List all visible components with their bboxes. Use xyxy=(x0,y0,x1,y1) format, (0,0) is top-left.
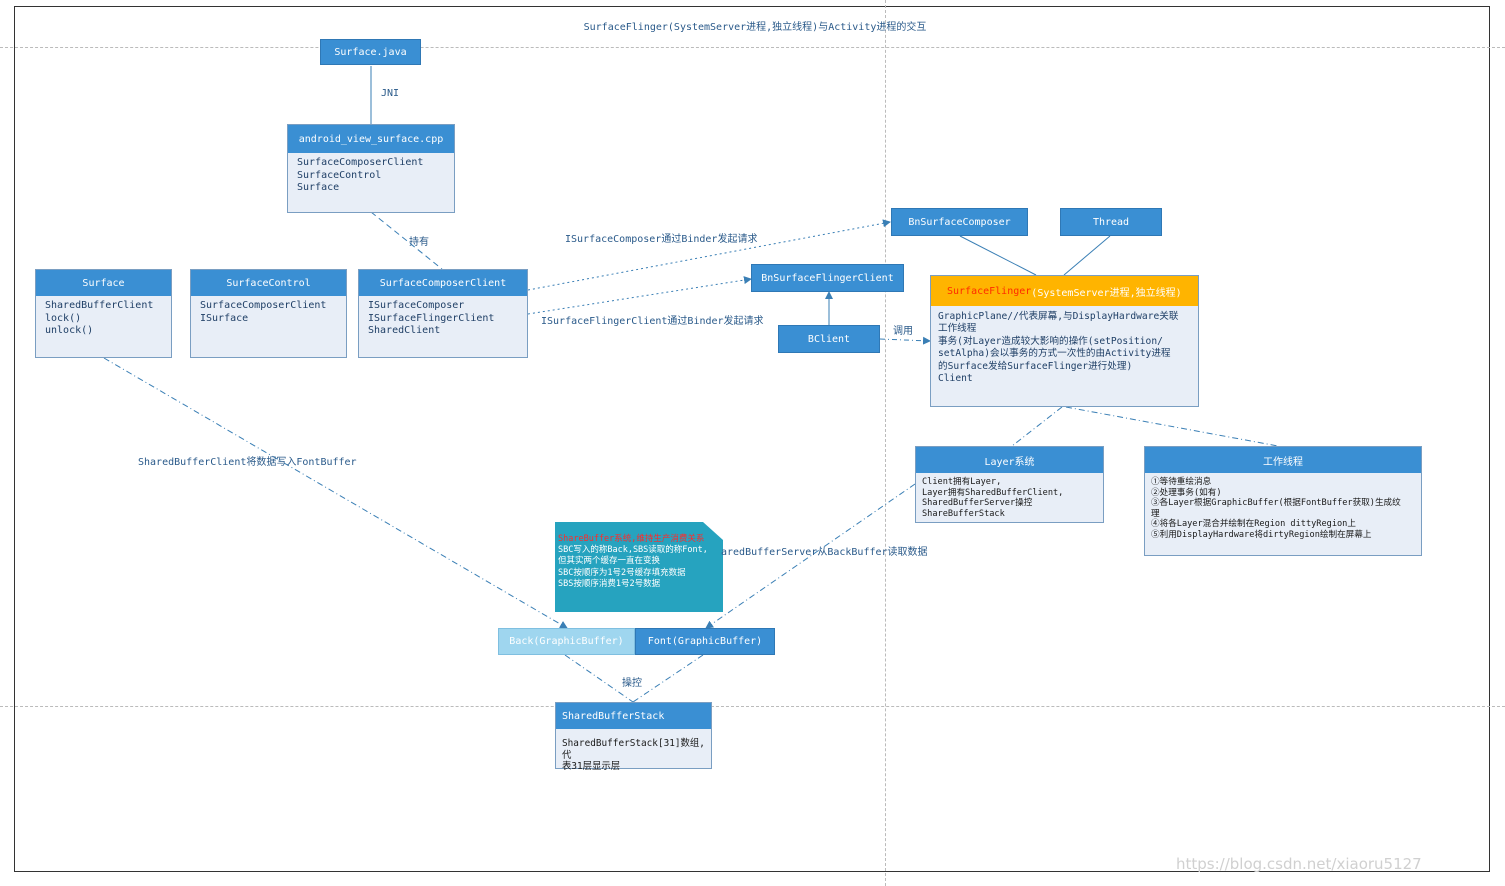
node-surface-java: Surface.java xyxy=(320,39,421,65)
node-back-buffer: Back(GraphicBuffer) xyxy=(498,628,635,655)
surface-flinger-title: SurfaceFlinger xyxy=(947,285,1032,297)
edge-call xyxy=(879,336,931,345)
edge-label-jni: JNI xyxy=(381,88,400,99)
node-work-thread-body: ①等待重绘消息 ②处理事务(如有) ③各Layer根据GraphicBuffer… xyxy=(1151,477,1401,540)
node-thread: Thread xyxy=(1060,208,1162,236)
node-surface-control-body: SurfaceComposerClient ISurface xyxy=(200,300,327,324)
node-shared-buffer-stack: SharedBufferStack SharedBufferStack[31]数… xyxy=(555,702,712,772)
node-android-view-surface-body: SurfaceComposerClient SurfaceControl Sur… xyxy=(297,157,424,193)
edge-sf-bncomposer xyxy=(959,235,1037,276)
node-surface-composer-client-header: SurfaceComposerClient xyxy=(359,270,527,296)
node-surface-body: SharedBufferClient lock() unlock() xyxy=(45,300,154,336)
node-surface-composer-client-body: ISurfaceComposer ISurfaceFlingerClient S… xyxy=(368,300,495,336)
page-guide-top xyxy=(0,47,1505,48)
node-bclient: BClient xyxy=(778,325,880,353)
note-title: ShareBuffer系统,维持生产消费关系 xyxy=(558,534,705,544)
surface-flinger-subtitle: (SystemServer进程,独立线程) xyxy=(1031,287,1182,299)
edge-label-call: 调用 xyxy=(893,326,913,337)
edge-hold xyxy=(370,211,443,270)
node-surface-composer-client: SurfaceComposerClient ISurfaceComposer I… xyxy=(358,269,528,358)
node-surface-flinger-header: SurfaceFlinger(SystemServer进程,独立线程) xyxy=(931,276,1198,306)
node-bn-surface-flinger-client: BnSurfaceFlingerClient xyxy=(751,264,904,292)
edge-label-isc-binder: ISurfaceComposer通过Binder发起请求 xyxy=(565,234,758,245)
edge-isfc-binder xyxy=(527,276,752,315)
edge-label-hold: 持有 xyxy=(409,237,429,248)
node-font-buffer: Font(GraphicBuffer) xyxy=(635,628,775,655)
edge-sbc-write xyxy=(103,357,568,629)
node-surface-control: SurfaceControl SurfaceComposerClient ISu… xyxy=(190,269,347,358)
edge-control-right xyxy=(632,654,704,703)
node-bn-surface-composer: BnSurfaceComposer xyxy=(891,208,1028,236)
edge-label-control: 操控 xyxy=(622,678,642,689)
node-android-view-surface-header: android_view_surface.cpp xyxy=(288,125,454,153)
edge-label-sbs-read: aredBufferServer从BackBuffer读取数据 xyxy=(721,547,928,558)
node-android-view-surface: android_view_surface.cpp SurfaceComposer… xyxy=(287,124,455,213)
edge-sbs-read xyxy=(705,483,916,629)
node-layer-system-header: Layer系统 xyxy=(916,447,1103,473)
edge-label-sbc-write: SharedBufferClient将数据写入FontBuffer xyxy=(138,457,357,468)
watermark: https://blog.csdn.net/xiaoru5127 xyxy=(1176,855,1422,873)
page-guide-bottom xyxy=(0,706,1505,707)
page-guide-vertical xyxy=(885,0,886,886)
node-surface-flinger-body: GraphicPlane//代表屏幕,与DisplayHardware关联 工作… xyxy=(938,311,1179,385)
node-surface-control-header: SurfaceControl xyxy=(191,270,346,296)
node-work-thread: 工作线程 ①等待重绘消息 ②处理事务(如有) ③各Layer根据GraphicB… xyxy=(1144,446,1422,556)
node-work-thread-header: 工作线程 xyxy=(1145,447,1421,473)
node-shared-buffer-stack-header: SharedBufferStack xyxy=(556,703,711,729)
note-body: SBC写入的称Back,SBS读取的称Font, 但其实两个缓存一直在变换 SB… xyxy=(558,545,708,589)
node-layer-system-body: Client拥有Layer, Layer拥有SharedBufferClient… xyxy=(922,477,1064,519)
edge-control-left xyxy=(564,654,634,703)
note-share-buffer: ShareBuffer系统,维持生产消费关系 SBC写入的称Back,SBS读取… xyxy=(555,522,723,612)
edge-sf-layer xyxy=(1011,406,1063,447)
diagram-title: SurfaceFlinger(SystemServer进程,独立线程)与Acti… xyxy=(583,22,927,33)
edge-label-isfc-binder: ISurfaceFlingerClient通过Binder发起请求 xyxy=(541,316,764,327)
edge-sf-thread xyxy=(1063,235,1111,276)
edge-sf-work xyxy=(1065,406,1279,447)
node-surface-flinger: SurfaceFlinger(SystemServer进程,独立线程) Grap… xyxy=(930,275,1199,407)
node-surface-header: Surface xyxy=(36,270,171,296)
page-frame xyxy=(14,6,1490,872)
node-layer-system: Layer系统 Client拥有Layer, Layer拥有SharedBuff… xyxy=(915,446,1104,523)
node-shared-buffer-stack-body: SharedBufferStack[31]数组,代 表31层显示层 xyxy=(562,738,705,772)
edge-isc-binder xyxy=(527,219,891,291)
node-surface: Surface SharedBufferClient lock() unlock… xyxy=(35,269,172,358)
